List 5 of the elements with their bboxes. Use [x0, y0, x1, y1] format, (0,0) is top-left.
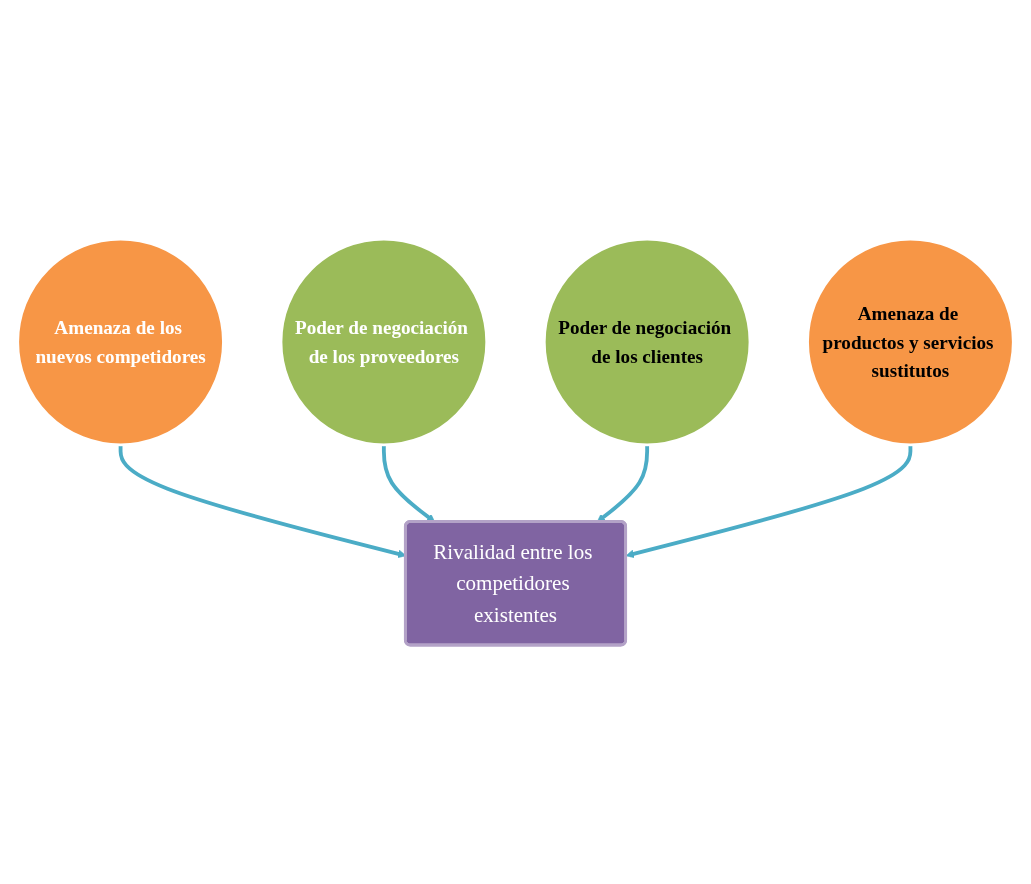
node-circle: Amenaza de productos y servicios sustitutos — [806, 237, 1015, 447]
node-circle: Poder de negociación de los clientes — [542, 237, 752, 447]
arrow — [625, 444, 913, 558]
node-circle: Amenaza de los nuevos competidores — [16, 237, 225, 447]
node-circle: Poder de negociación de los proveedores — [279, 237, 489, 447]
